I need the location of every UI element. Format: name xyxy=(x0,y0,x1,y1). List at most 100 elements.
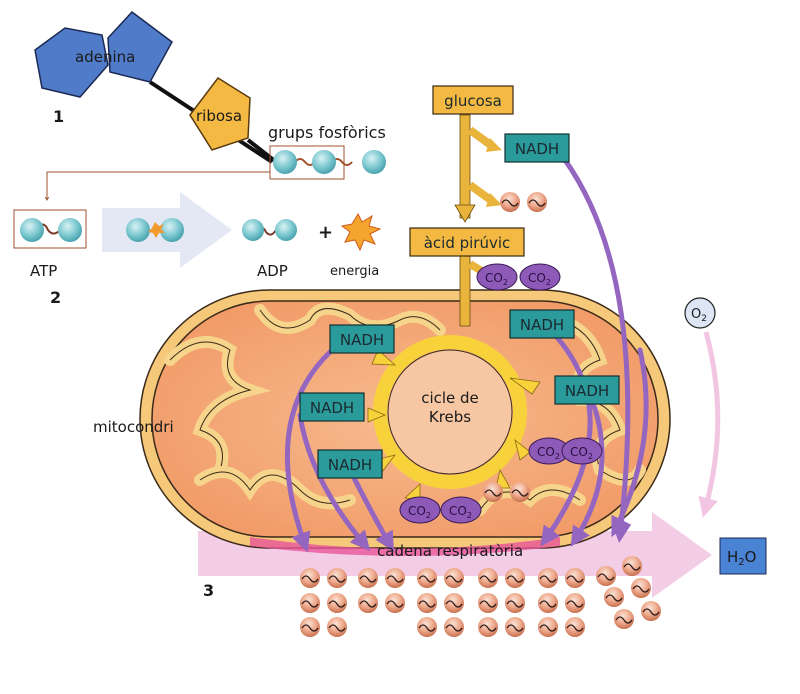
glycolysis-arrow-stem xyxy=(459,114,471,219)
phosphate-ball xyxy=(58,218,82,242)
oxygen-arrow xyxy=(698,331,721,518)
phosphate-ball xyxy=(273,150,297,174)
co2-molecule: CO2 xyxy=(519,263,561,291)
atp-ball xyxy=(596,566,616,586)
water-box xyxy=(719,537,767,575)
krebs-cycle-center xyxy=(387,349,513,475)
glucose-box xyxy=(432,85,514,115)
krebs-output-arrows xyxy=(367,349,541,501)
atp-ball xyxy=(327,593,347,613)
nadh-box: NADH xyxy=(299,392,365,422)
atp-ball xyxy=(327,617,347,637)
atp-ball xyxy=(444,617,464,637)
atp-ball xyxy=(444,568,464,588)
phosphate-ball xyxy=(126,218,150,242)
adp-label: ADP xyxy=(257,262,288,280)
energy-burst-icon xyxy=(340,212,382,252)
atp-ball xyxy=(505,568,525,588)
co2-molecule: CO2 xyxy=(476,263,518,291)
nadh-box: NADH xyxy=(329,324,395,354)
atp-ball xyxy=(641,601,661,621)
svg-text:CO2: CO2 xyxy=(485,271,508,287)
atp-ball xyxy=(300,617,320,637)
atp-ball xyxy=(385,593,405,613)
phosphate-ball xyxy=(242,219,264,241)
atp-ball xyxy=(614,609,634,629)
nadh-label: NADH xyxy=(515,140,559,158)
atp-ball xyxy=(622,556,642,576)
krebs-label-line1: cicle de xyxy=(421,389,479,407)
atp-ball xyxy=(478,568,498,588)
oxygen-molecule xyxy=(684,297,716,329)
section-number-3: 3 xyxy=(203,581,214,600)
atp-ball xyxy=(505,617,525,637)
glucose-label: glucosa xyxy=(444,92,502,110)
plus-sign: + xyxy=(318,222,333,243)
co2-molecule: CO2 xyxy=(399,496,441,524)
atp-ball xyxy=(500,192,520,212)
section-number-1: 1 xyxy=(53,107,64,126)
nadh-label: NADH xyxy=(310,399,354,417)
nadh-box: NADH xyxy=(509,309,575,339)
oxygen-label: O2 xyxy=(691,307,707,324)
svg-text:CO2: CO2 xyxy=(570,445,593,461)
cellular-respiration: cicle de Krebs O2 H2O cadena respiratòri xyxy=(93,85,767,637)
mitochondrion-label: mitocondri xyxy=(93,418,174,436)
phosphate-ball xyxy=(312,150,336,174)
phosphate-ball xyxy=(20,218,44,242)
atp-ball xyxy=(417,568,437,588)
atp-ball xyxy=(327,568,347,588)
atp-ball xyxy=(631,578,651,598)
krebs-cycle-ring xyxy=(373,335,527,489)
atp-ball xyxy=(510,482,530,502)
zoom-pointer-line xyxy=(47,171,270,200)
atp-ball xyxy=(538,617,558,637)
atp-balls xyxy=(300,192,661,637)
phosphate-ball xyxy=(362,150,386,174)
atp-ball xyxy=(358,593,378,613)
adenine-hexagon xyxy=(34,27,109,98)
ribose-pentagon xyxy=(189,77,251,151)
section-number-2: 2 xyxy=(50,288,61,307)
krebs-label-line2: Krebs xyxy=(429,408,471,426)
adenine-pentagon xyxy=(107,10,173,83)
atp-ball xyxy=(565,568,585,588)
co2-molecule: CO2 xyxy=(440,496,482,524)
phosphate-ball xyxy=(275,219,297,241)
atp-ball xyxy=(385,568,405,588)
atp-molecule-structure: adenina ribosa grups fosfòrics 1 xyxy=(34,10,386,200)
co2-molecule: CO2 xyxy=(561,437,603,465)
svg-text:CO2: CO2 xyxy=(408,504,431,520)
atp-ball xyxy=(417,617,437,637)
energy-label: energia xyxy=(330,264,379,279)
ribose-label: ribosa xyxy=(196,107,242,125)
atp-ball xyxy=(483,482,503,502)
co2-molecule: CO2 xyxy=(528,437,570,465)
nadh-box: NADH xyxy=(504,133,570,163)
atp-ball xyxy=(300,593,320,613)
nadh-label: NADH xyxy=(520,316,564,334)
atp-ball xyxy=(565,593,585,613)
svg-text:CO2: CO2 xyxy=(449,504,472,520)
svg-text:CO2: CO2 xyxy=(537,445,560,461)
atp-ball xyxy=(358,568,378,588)
atp-ball xyxy=(478,593,498,613)
nadh-label: NADH xyxy=(565,382,609,400)
phosphate-highlight-box xyxy=(269,145,345,180)
atp-ball xyxy=(565,617,585,637)
atp-ball xyxy=(538,568,558,588)
atp-hydrolysis: ATP ADP + energia 2 xyxy=(13,192,382,307)
nadh-label: NADH xyxy=(340,331,384,349)
atp-ball xyxy=(505,593,525,613)
nadh-boxes: NADH NADH NADH NADH NADH NADH xyxy=(299,133,620,479)
atp-ball xyxy=(527,192,547,212)
pyruvic-acid-label: àcid pirúvic xyxy=(424,234,511,252)
phosphate-groups-label: grups fosfòrics xyxy=(268,123,386,142)
nadh-label: NADH xyxy=(328,456,372,474)
atp-box xyxy=(13,209,87,249)
atp-ball xyxy=(604,587,624,607)
atp-ball xyxy=(478,617,498,637)
respiratory-chain-label: cadena respiratòria xyxy=(377,542,523,560)
